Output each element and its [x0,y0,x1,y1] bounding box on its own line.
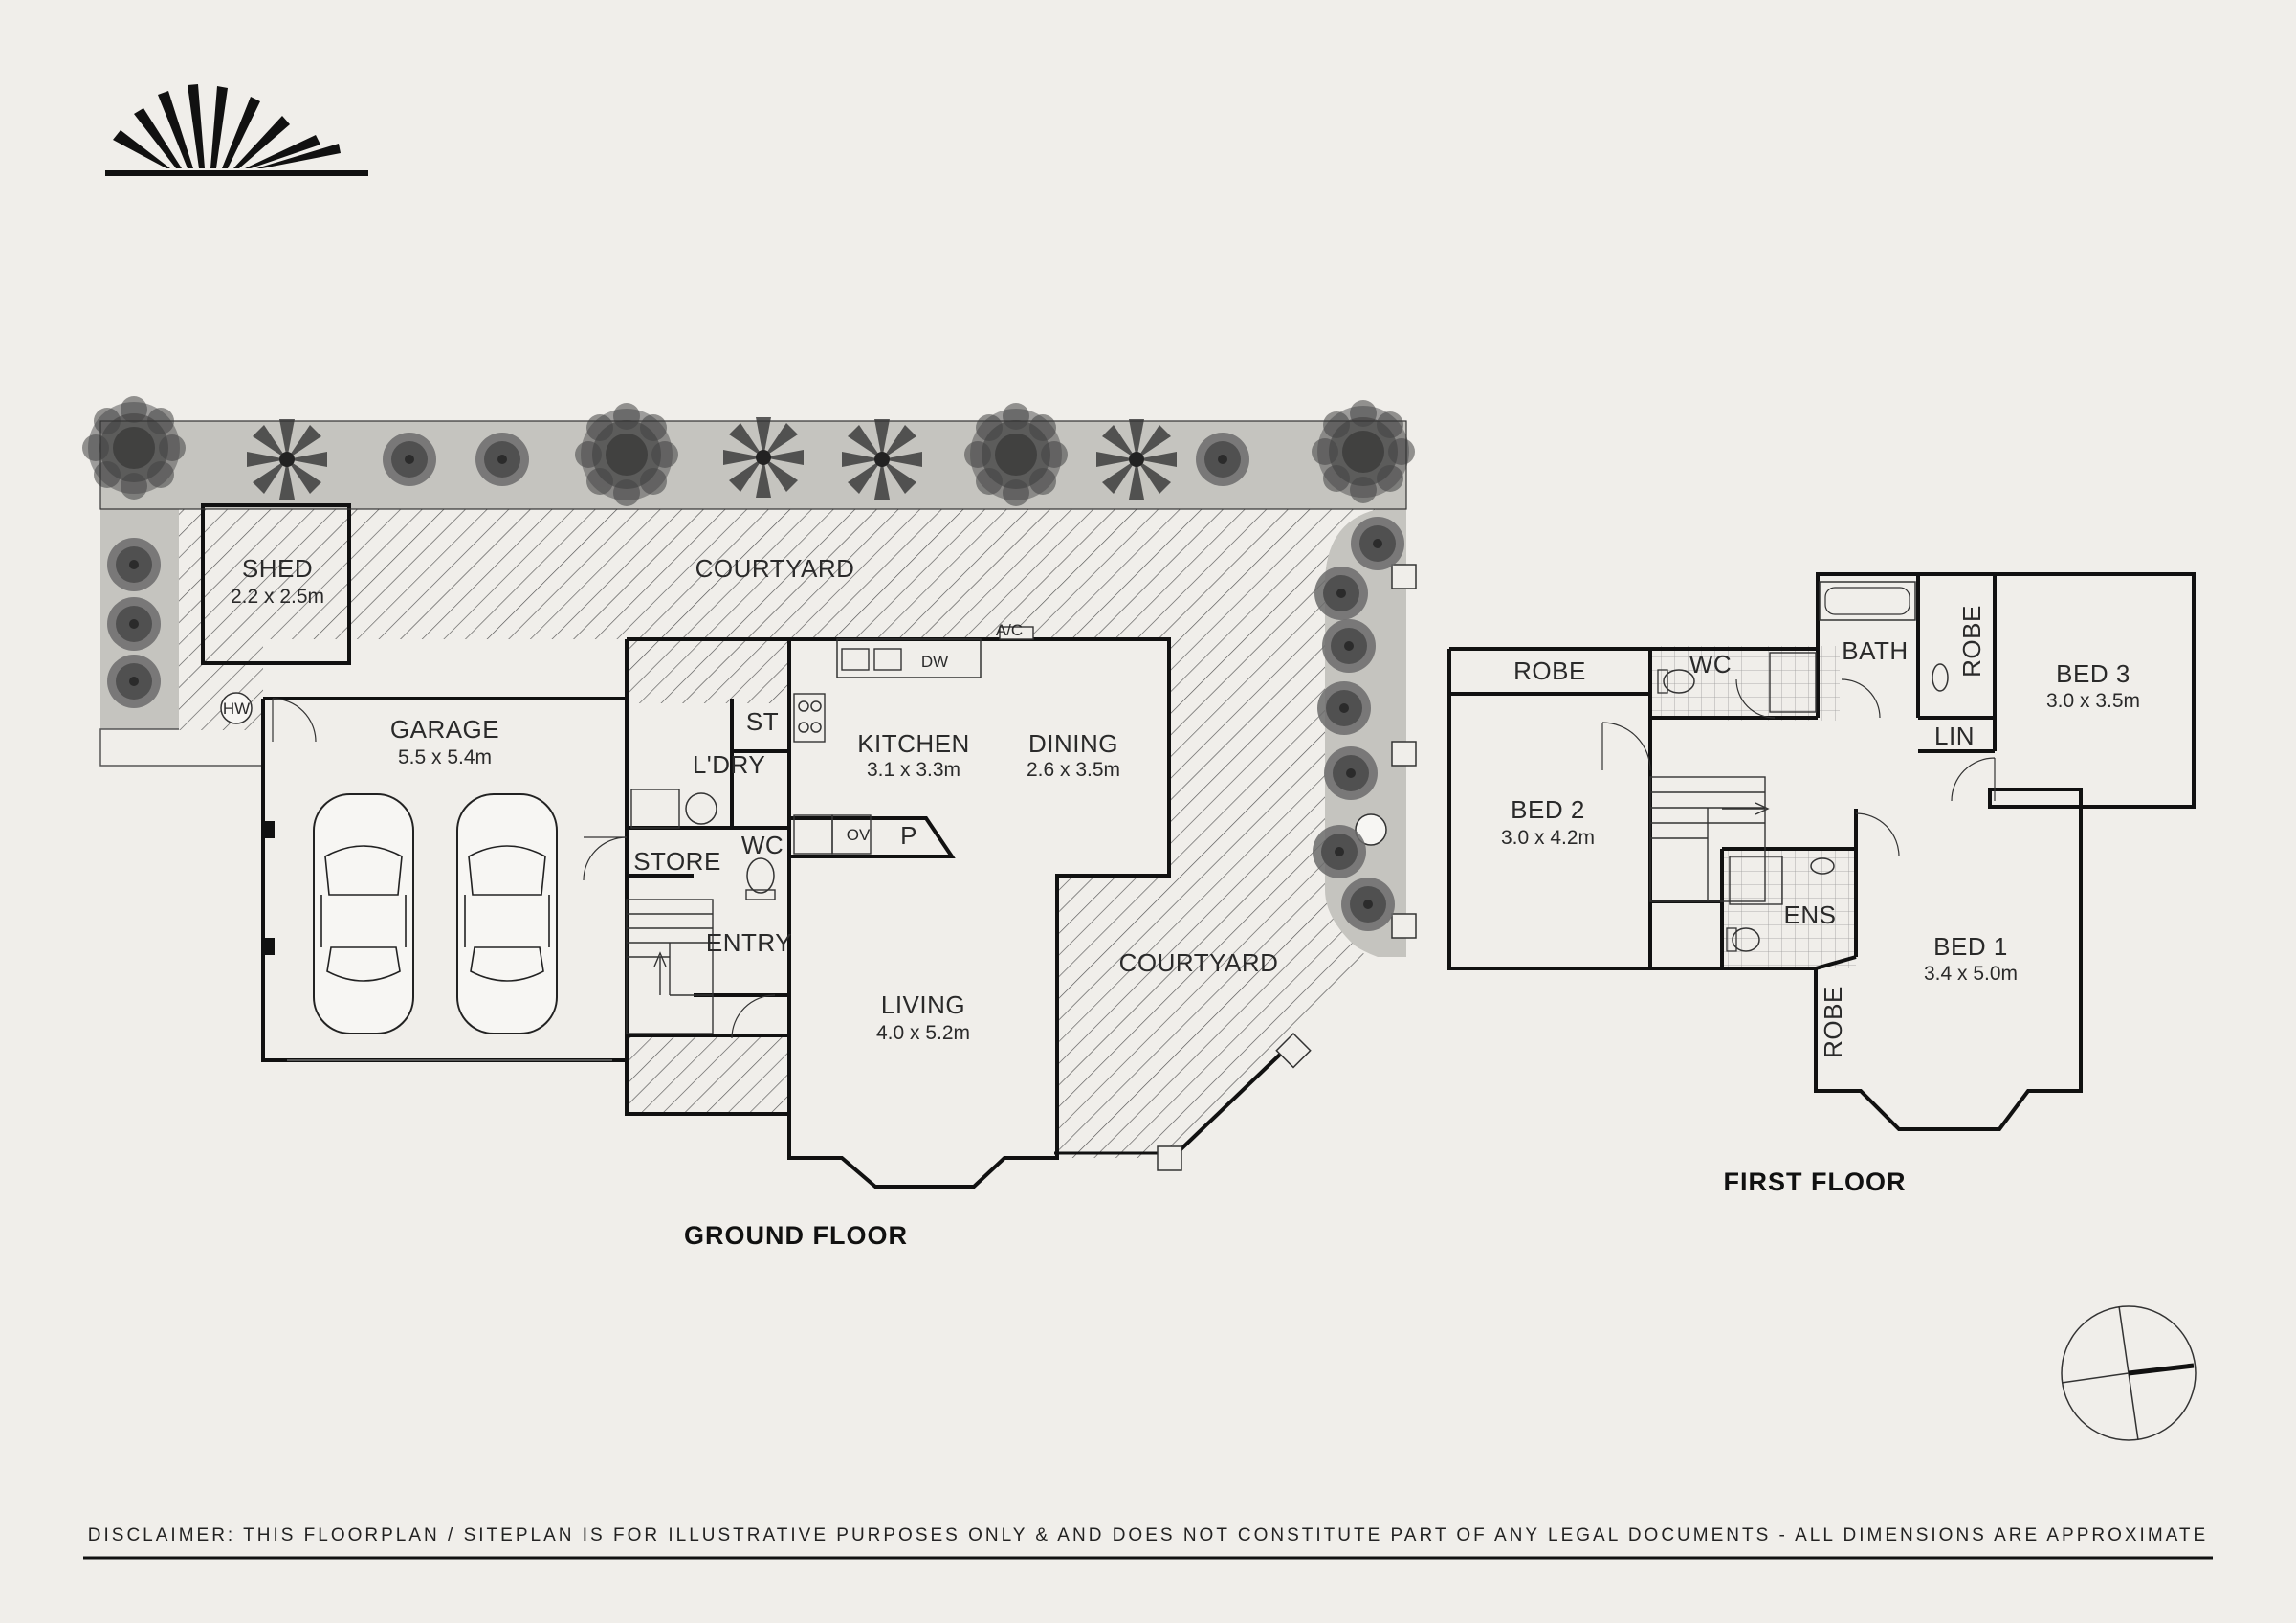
bed2-label: BED 2 [1511,795,1585,824]
dining-label: DINING [1028,729,1118,758]
courtyard-top-label: COURTYARD [695,554,855,583]
tree-icon [1341,878,1395,931]
tree-icon [383,433,436,486]
garage-dim: 5.5 x 5.4m [398,746,492,768]
hot-water-unit [220,692,253,724]
sunburst-logo-icon [105,84,368,176]
sink-icon [841,648,902,671]
toilet-icon [1657,669,1695,694]
kitchen-dim: 3.1 x 3.3m [867,759,960,781]
tree-icon [1096,419,1177,500]
car-icon [456,793,558,1034]
laundry-label: L'DRY [693,750,765,779]
tree-icon [107,538,161,591]
bathtub-icon [1819,581,1916,621]
wc-upper-label: WC [1689,650,1732,678]
bed1-label: BED 1 [1933,932,2008,961]
ov-label: OV [847,826,871,844]
stove-icon [798,700,822,733]
disclaimer-text: DISCLAIMER: THIS FLOORPLAN / SITEPLAN IS… [88,1525,2208,1545]
bed2-dim: 3.0 x 4.2m [1501,827,1595,849]
toilet-icon [1726,927,1760,952]
ac-label: A/C [996,621,1023,639]
entry-label: ENTRY [706,928,792,957]
shed [201,503,351,665]
robe-bed1-label: ROBE [1819,986,1847,1058]
tree-icon [575,403,678,506]
tree-icon [1313,825,1366,878]
bed1-dim: 3.4 x 5.0m [1924,963,2018,985]
compass-icon [2061,1305,2197,1441]
courtyard-top-area [179,509,1378,1158]
hw-label: HW [223,700,250,718]
car-icon [313,793,414,1034]
dining-dim: 2.6 x 3.5m [1027,759,1120,781]
tree-icon [1324,746,1378,800]
dw-label: DW [921,653,948,671]
tree-icon [107,597,161,651]
tree-icon [1322,619,1376,673]
tree-icon [1317,681,1371,735]
stairs-icon [1649,776,1770,902]
tree-icon [1351,517,1404,570]
ground-floor-title: GROUND FLOOR [684,1221,908,1250]
wc-label: WC [741,831,784,859]
stairs-icon [626,899,714,1034]
tree-icon [1196,433,1249,486]
ens-label: ENS [1784,900,1837,929]
tree-icon [107,655,161,708]
tree-icon [723,417,804,498]
tree-icon [82,396,186,500]
tree-icon [964,403,1068,506]
first-floor-plan: ROBE WC BATH ROBE BED 3 3.0 x 3.5m LIN B… [1447,572,2196,1196]
tree-icon [842,419,922,500]
store-label: STORE [633,847,721,876]
robe-bed2-label: ROBE [1513,656,1586,685]
bath-label: BATH [1842,636,1908,665]
courtyard-right-label: COURTYARD [1119,948,1279,977]
tree-icon [1314,567,1368,620]
pantry-label: P [900,821,917,850]
garage-label: GARAGE [390,715,499,744]
tree-icon [475,433,529,486]
bed3-dim: 3.0 x 3.5m [2046,690,2140,712]
tree-icon [247,419,327,500]
robe-bed3-label: ROBE [1957,605,1986,678]
living-dim: 4.0 x 5.2m [876,1022,970,1044]
living-label: LIVING [881,990,965,1019]
kitchen-label: KITCHEN [857,729,970,758]
st-label: ST [746,707,779,736]
lin-label: LIN [1934,722,1975,750]
first-floor-title: FIRST FLOOR [1724,1167,1907,1196]
toilet-icon [745,857,776,900]
tree-icon [1312,400,1415,503]
shed-label: SHED [242,554,313,583]
bed3-label: BED 3 [2056,659,2130,688]
ground-floor-plan: COURTYARD SHED 2.2 x 2.5m HW GARAGE 5.5 … [82,396,1417,1250]
shed-dim: 2.2 x 2.5m [231,586,324,608]
